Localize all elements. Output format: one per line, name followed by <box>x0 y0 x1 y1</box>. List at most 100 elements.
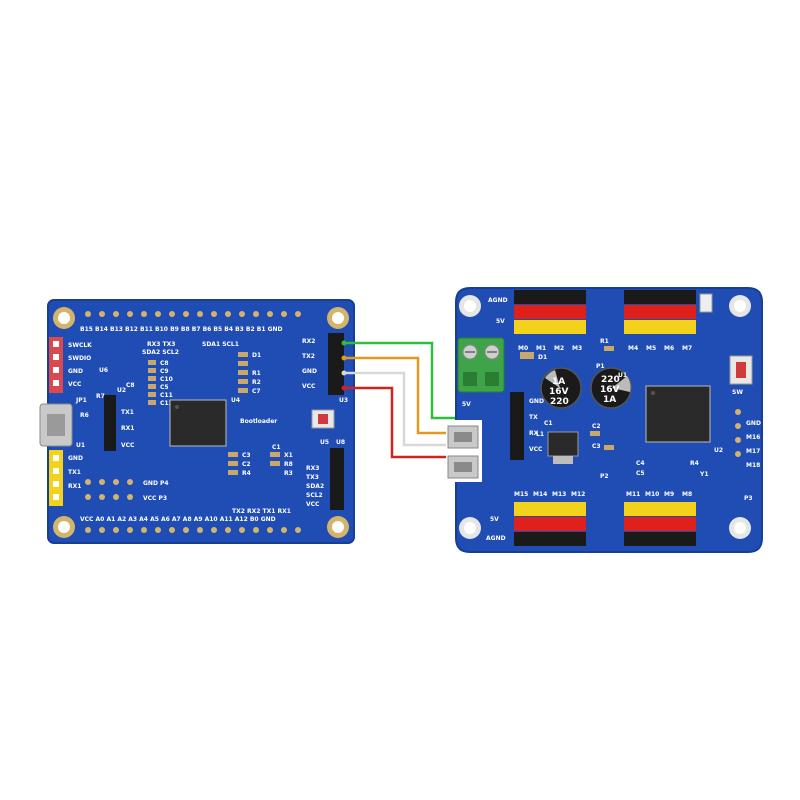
servo-tr-3: M7 <box>682 345 692 352</box>
diode-label-0: D1 <box>252 352 261 359</box>
side-pin-0: GND <box>529 398 544 405</box>
uart1-header <box>49 450 63 506</box>
screw-terminal[interactable] <box>457 337 505 393</box>
u3-label: U3 <box>339 397 348 404</box>
servo-header-bottom-right <box>624 502 696 546</box>
p3-label: VCC P3 <box>143 495 167 502</box>
mid-col-2: VCC <box>121 442 135 449</box>
cap2-line0: 220 <box>601 375 620 385</box>
right-pin-0: GND <box>746 420 761 427</box>
p4-label: GND P4 <box>143 480 169 487</box>
jp1-label: JP1 <box>75 397 87 404</box>
u8-label: U8 <box>336 439 345 446</box>
u5-label: U5 <box>320 439 329 446</box>
bottom-pin-labels: VCC A0 A1 A2 A3 A4 A5 A6 A7 A8 A9 A10 A1… <box>80 516 276 523</box>
top-pin-labels: B15 B14 B13 B12 B11 B10 B9 B8 B7 B6 B5 B… <box>80 326 283 333</box>
right-col-1: TX3 <box>306 474 319 481</box>
right-board-pcb <box>455 287 763 553</box>
p2-label: P2 <box>600 473 609 480</box>
uart-label-2: GND <box>302 368 317 375</box>
c8-label: C8 <box>126 382 135 389</box>
side-pin-3: VCC <box>529 446 543 453</box>
terminal-5v-label: 5V <box>462 401 471 408</box>
diode-group <box>238 352 248 393</box>
y1-label: Y1 <box>699 471 709 478</box>
i2c-right-label: SDA1 SCL1 <box>202 341 239 348</box>
capacitor-2: 220 16V 1A <box>590 367 632 409</box>
right-col-2: SDA2 <box>306 483 324 490</box>
servo-bl-2: M13 <box>552 491 566 498</box>
right-pin-1: M16 <box>746 434 760 441</box>
right-board: AGND 5V 5V AGND M0 M1 M2 M3 M4 M5 M6 M7 … <box>446 287 763 553</box>
mid-col-0: TX1 <box>121 409 134 416</box>
swd-label-2: GND <box>68 368 83 375</box>
side-pin-2: RX <box>529 430 539 437</box>
c3-label: C3 <box>592 443 601 450</box>
u1-label: U1 <box>76 442 85 449</box>
left-board: B15 B14 B13 B12 B11 B10 B9 B8 B7 B6 B5 B… <box>39 299 355 544</box>
servo-br-2: M9 <box>664 491 674 498</box>
l1-label: L1 <box>536 431 544 438</box>
cap-label-5: C12 <box>160 400 173 407</box>
right-pin-3: M18 <box>746 462 760 469</box>
swd-label-3: VCC <box>68 381 82 388</box>
right-col-3: SCL2 <box>306 492 323 499</box>
agnd-bottom-label: AGND <box>486 535 506 542</box>
5v-bottom-label: 5V <box>490 516 499 523</box>
left-col-0: GND <box>68 455 83 462</box>
servo-br-3: M8 <box>682 491 692 498</box>
bottom-uart-labels: TX2 RX2 TX1 RX1 <box>232 508 291 515</box>
swd-header <box>49 337 63 393</box>
left-col-1: TX1 <box>68 469 81 476</box>
servo-header-top-left <box>514 290 586 334</box>
d1-label: D1 <box>538 354 547 361</box>
low-mid-1: R8 <box>284 461 293 468</box>
cap-label-0: C8 <box>160 360 169 367</box>
servo-tl-3: M3 <box>572 345 582 352</box>
servo-br-0: M11 <box>626 491 640 498</box>
low-cap-1: C2 <box>242 461 251 468</box>
cap1-line0: 1A <box>552 377 565 387</box>
mid-header <box>104 395 116 451</box>
servo-bl-3: M12 <box>571 491 585 498</box>
mcu-chip <box>169 399 227 447</box>
cap-label-4: C11 <box>160 392 173 399</box>
u2-right-label: U2 <box>714 447 723 454</box>
p4-pads <box>85 479 133 500</box>
pwm-chip <box>645 385 711 443</box>
servo-br-1: M10 <box>645 491 659 498</box>
i2c-header <box>330 448 344 510</box>
bottom-pad-row <box>85 527 301 533</box>
servo-tr-0: M4 <box>628 345 638 352</box>
u2-label: U2 <box>117 387 126 394</box>
servo-header-top-right <box>624 290 696 334</box>
c4-label: C4 <box>636 460 645 467</box>
p3-right-label: P3 <box>744 495 753 502</box>
u6-label: U6 <box>99 367 108 374</box>
cap1-line1: 16V <box>549 387 569 397</box>
r6-label: R6 <box>80 412 89 419</box>
p1-label: P1 <box>596 363 605 370</box>
right-edge-pads <box>735 409 741 457</box>
c5-label: C5 <box>636 470 645 477</box>
cap-label-1: C9 <box>160 368 169 375</box>
servo-tr-1: M5 <box>646 345 656 352</box>
right-col-4: VCC <box>306 501 320 508</box>
agnd-top-label: AGND <box>488 297 508 304</box>
servo-bl-1: M14 <box>533 491 547 498</box>
servo-bl-0: M15 <box>514 491 528 498</box>
capacitor-1: 1A 16V 220 <box>540 367 582 409</box>
diode-label-2: R2 <box>252 379 261 386</box>
uart-label-1: TX2 <box>302 353 315 360</box>
swd-label-0: SWCLK <box>68 342 92 349</box>
sw-label: SW <box>732 389 743 396</box>
servo-tl-0: M0 <box>518 345 528 352</box>
uart-side-header[interactable] <box>510 392 524 460</box>
5v-top-label: 5V <box>496 318 505 325</box>
diode-label-3: C7 <box>252 388 261 395</box>
c2-label: C2 <box>592 423 601 430</box>
cap2-line2: 1A <box>603 395 616 405</box>
mid-col-1: RX1 <box>121 425 134 432</box>
right-col-0: RX3 <box>306 465 319 472</box>
